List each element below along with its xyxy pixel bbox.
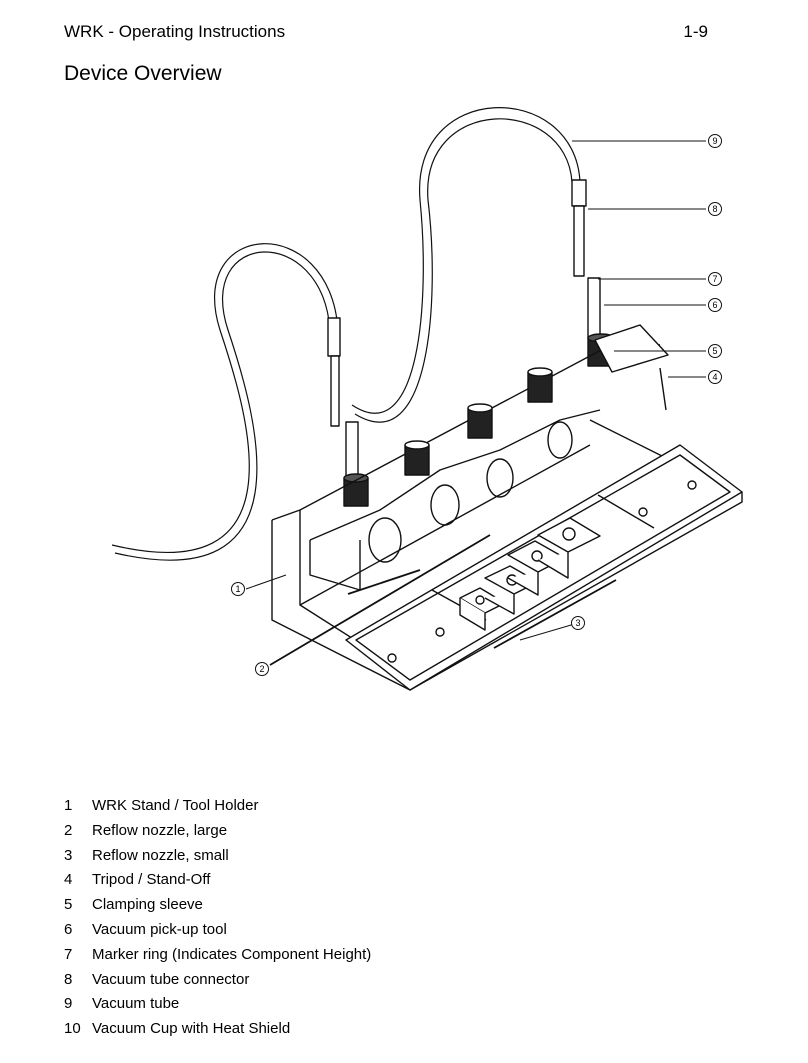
callout-label-9: 9 <box>712 136 717 146</box>
legend-item: 10 Vacuum Cup with Heat Shield <box>64 1017 664 1042</box>
legend-label: Vacuum pick-up tool <box>92 920 227 938</box>
legend-item: 5 Clamping sleeve <box>64 893 664 918</box>
legend-item: 4 Tripod / Stand-Off <box>64 868 664 893</box>
callout-label-1: 1 <box>235 584 240 594</box>
legend-item: 9 Vacuum tube <box>64 992 664 1017</box>
legend-label: Vacuum tube connector <box>92 970 250 988</box>
legend-label: WRK Stand / Tool Holder <box>92 797 259 814</box>
legend-number: 3 <box>64 846 73 864</box>
legend-number: 7 <box>64 945 73 963</box>
legend-label: Reflow nozzle, small <box>92 846 229 864</box>
callout-label-8: 8 <box>712 204 717 214</box>
legend-label: Vacuum Cup with Heat Shield <box>92 1020 291 1038</box>
legend-label: Tripod / Stand-Off <box>92 871 211 889</box>
legend-number: 5 <box>64 896 73 914</box>
callout-leaders <box>245 140 706 666</box>
callout-markers <box>231 134 722 676</box>
legend-number: 8 <box>64 970 73 988</box>
section-title: Device Overview <box>64 62 222 85</box>
legend-number: 10 <box>64 1020 81 1038</box>
legend-label: Marker ring (Indicates Component Height) <box>92 945 372 963</box>
legend-item: 6 Vacuum pick-up tool <box>64 918 664 943</box>
vacuum-tube-right <box>351 107 581 423</box>
legend-number: 4 <box>64 871 73 889</box>
legend-item: 7 Marker ring (Indicates Component Height… <box>64 943 664 968</box>
page-number: 1-9 <box>683 22 708 41</box>
callout-label-2: 2 <box>259 664 264 674</box>
callout-label-4: 4 <box>712 372 717 382</box>
callout-label-3: 3 <box>575 618 580 628</box>
legend-number: 9 <box>64 995 73 1013</box>
legend-number: 6 <box>64 920 73 938</box>
callout-label-7: 7 <box>712 274 717 284</box>
page-header: WRK - Operating Instructions 1-9 <box>64 22 708 46</box>
legend-item: 3 Reflow nozzle, small <box>64 844 664 869</box>
legend-item: 1 WRK Stand / Tool Holder <box>64 794 664 819</box>
legend-item: 8 Vacuum tube connector <box>64 968 664 993</box>
legend-number: 1 <box>64 797 73 814</box>
device-overview-illustration: 9 8 7 6 5 4 1 2 3 <box>111 107 743 691</box>
legend-item: 2 Reflow nozzle, large <box>64 819 664 844</box>
pickup-tool-left <box>327 317 369 507</box>
legend-label: Clamping sleeve <box>92 896 203 914</box>
legend-number: 2 <box>64 821 73 839</box>
callout-label-5: 5 <box>712 346 717 356</box>
callout-label-6: 6 <box>712 300 717 310</box>
nozzle-tray <box>345 444 743 691</box>
legend-label: Vacuum tube <box>92 995 180 1013</box>
document-title: WRK - Operating Instructions <box>64 22 286 41</box>
legend-label: Reflow nozzle, large <box>92 821 228 839</box>
vacuum-tube-left <box>111 243 339 561</box>
